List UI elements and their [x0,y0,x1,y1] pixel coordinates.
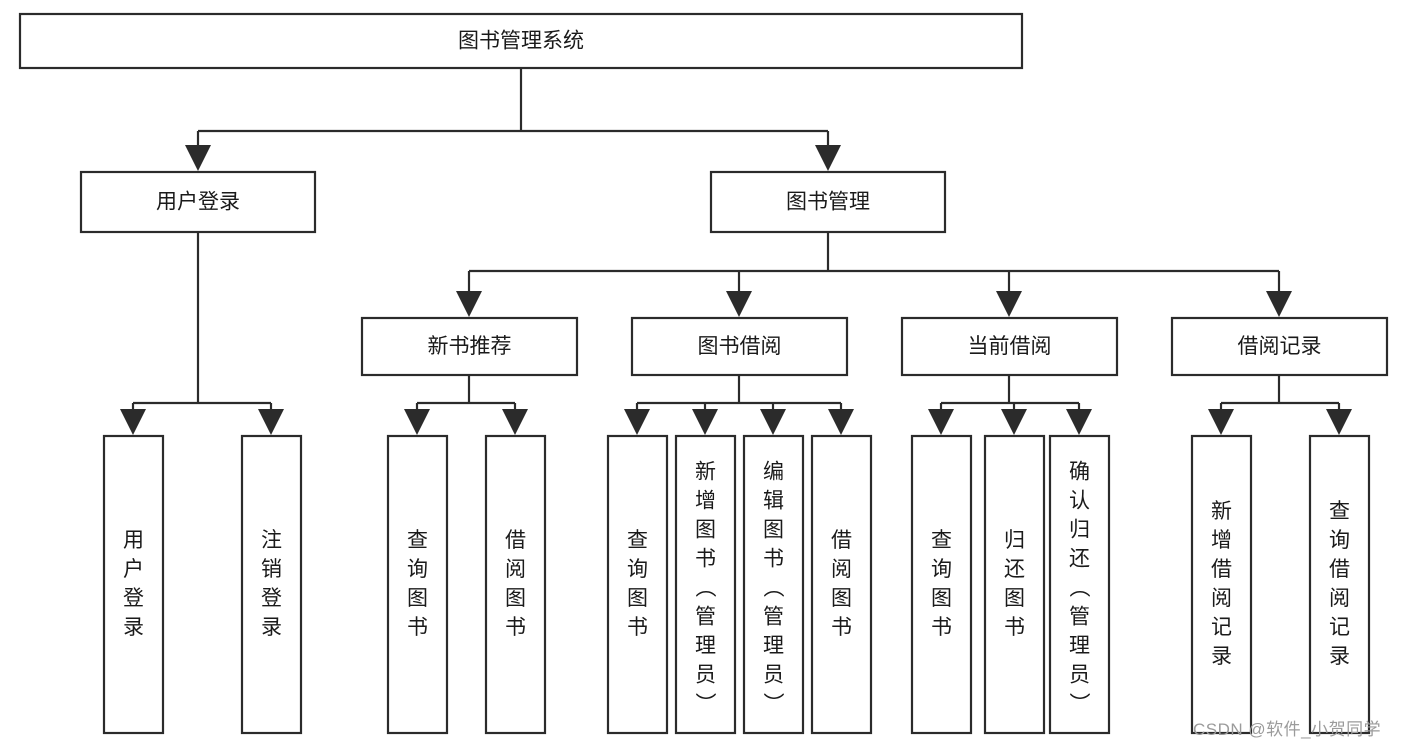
node-leaf-logout[interactable]: 注销登录 [240,434,303,735]
connector-conn-user-login [120,232,284,435]
node-label: 查询图书 [407,529,428,639]
node-root[interactable]: 图书管理系统 [18,12,1024,70]
node-current-borrow[interactable]: 当前借阅 [900,316,1119,377]
node-leaf-return-book[interactable]: 归还图书 [983,434,1046,735]
node-leaf-query-book-1[interactable]: 查询图书 [386,434,449,735]
csdn-watermark: CSDN @软件_小贺同学 [1193,720,1382,739]
node-label: 编辑图书（管理员） [763,460,785,715]
connector-layer [120,68,1352,435]
connector-conn-book-manage [456,232,1292,317]
node-label: 图书借阅 [698,335,782,358]
node-layer: 图书管理系统用户登录图书管理新书推荐图书借阅当前借阅借阅记录用户登录注销登录查询… [18,12,1389,735]
node-label: 借阅图书 [831,529,852,639]
node-label: 查询图书 [931,529,952,639]
node-label: 图书管理 [786,191,870,214]
connector-conn-book-borrow [624,375,854,435]
node-label: 用户登录 [156,191,240,214]
node-label: 查询借阅记录 [1329,500,1350,668]
node-label: 当前借阅 [968,335,1052,358]
node-label: 新增借阅记录 [1211,500,1232,668]
node-leaf-add-book[interactable]: 新增图书（管理员） [674,434,737,735]
node-label: 归还图书 [1004,529,1025,639]
node-book-manage[interactable]: 图书管理 [709,170,947,234]
node-label: 注销登录 [261,529,282,639]
connector-conn-borrow-record [1208,375,1352,435]
node-new-book-rec[interactable]: 新书推荐 [360,316,579,377]
node-leaf-confirm-return[interactable]: 确认归还（管理员） [1048,434,1111,735]
node-leaf-edit-book[interactable]: 编辑图书（管理员） [742,434,805,735]
node-label: 图书管理系统 [458,30,584,53]
node-leaf-borrow-book-2[interactable]: 借阅图书 [810,434,873,735]
connector-conn-current-borrow [928,375,1092,435]
node-leaf-query-book-3[interactable]: 查询图书 [910,434,973,735]
node-user-login[interactable]: 用户登录 [79,170,317,234]
node-leaf-query-record[interactable]: 查询借阅记录 [1308,434,1371,735]
node-label: 新书推荐 [428,335,512,358]
node-leaf-query-book-2[interactable]: 查询图书 [606,434,669,735]
node-leaf-user-login[interactable]: 用户登录 [102,434,165,735]
node-leaf-borrow-book-1[interactable]: 借阅图书 [484,434,547,735]
node-borrow-record[interactable]: 借阅记录 [1170,316,1389,377]
node-book-borrow[interactable]: 图书借阅 [630,316,849,377]
node-label: 用户登录 [123,529,144,639]
node-leaf-add-record[interactable]: 新增借阅记录 [1190,434,1253,735]
connector-conn-new-book-rec [404,375,528,435]
node-label: 借阅记录 [1238,335,1322,358]
connector-conn-root [185,68,841,171]
node-label: 借阅图书 [505,529,526,639]
node-label: 新增图书（管理员） [695,460,717,715]
node-label: 确认归还（管理员） [1069,460,1091,715]
node-label: 查询图书 [627,529,648,639]
